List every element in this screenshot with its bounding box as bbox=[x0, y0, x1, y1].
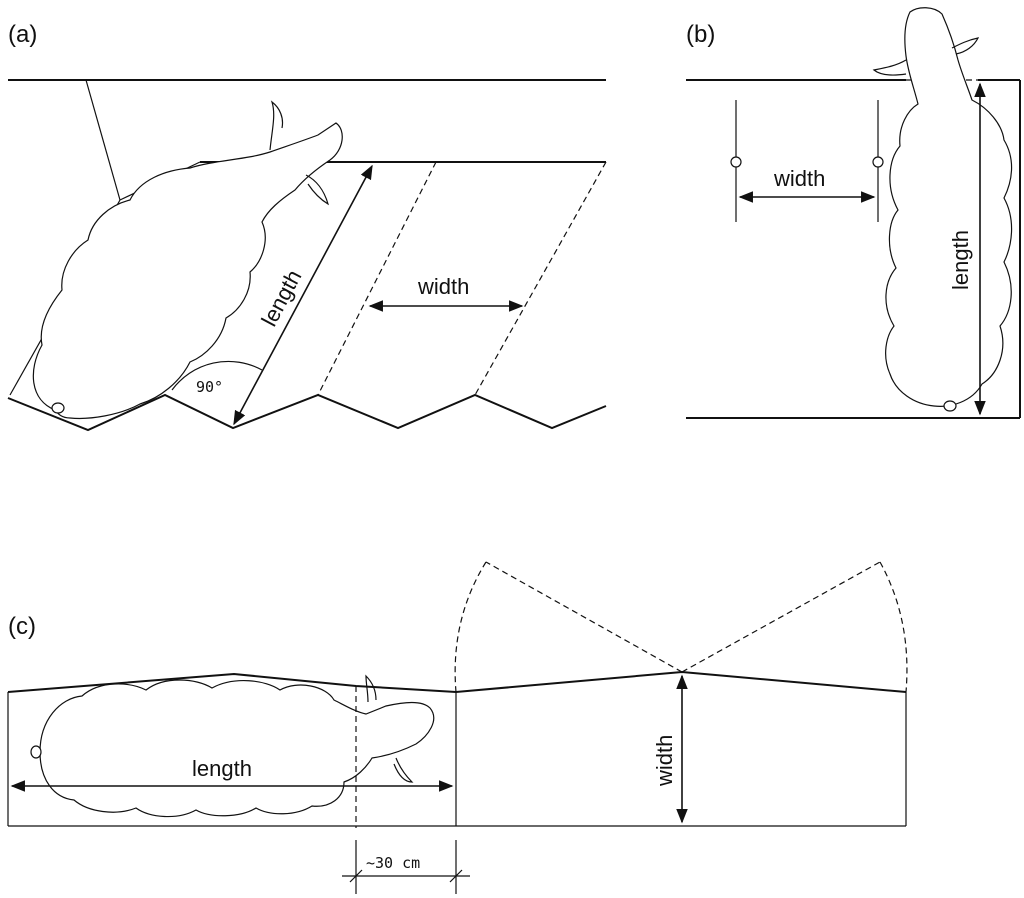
panel-a-label: (a) bbox=[8, 21, 37, 48]
panel-c-width-dimension: width bbox=[652, 674, 688, 824]
panel-c-cow bbox=[30, 674, 435, 818]
panel-a-angle-label: 90° bbox=[196, 378, 223, 396]
panel-c-length-dimension: length bbox=[10, 756, 454, 792]
panel-c: (c) length width bbox=[7, 561, 908, 894]
panel-b-cow bbox=[872, 7, 1013, 412]
panel-c-offset-label: ~30 cm bbox=[366, 854, 420, 872]
panel-c-width-label: width bbox=[652, 735, 677, 787]
panel-c-gate-swing bbox=[454, 561, 908, 693]
panel-a-width-label: width bbox=[417, 274, 469, 299]
panel-b-width-label: width bbox=[773, 166, 825, 191]
panel-b: (b) width length bbox=[686, 7, 1021, 419]
panel-a-width-dimension: width bbox=[368, 274, 524, 312]
panel-b-length-dimension: length bbox=[948, 82, 986, 416]
panel-c-stall-walls bbox=[7, 670, 907, 827]
panel-a: (a) 90° length width bbox=[7, 21, 607, 432]
panel-c-offset-dimension: ~30 cm bbox=[342, 686, 470, 894]
panel-a-length-label: length bbox=[256, 266, 306, 331]
panel-b-width-dimension: width bbox=[730, 100, 884, 222]
panel-b-label: (b) bbox=[686, 21, 715, 48]
panel-c-label: (c) bbox=[8, 613, 36, 640]
panel-a-cow bbox=[32, 100, 343, 420]
panel-c-length-label: length bbox=[192, 756, 252, 781]
panel-b-length-label: length bbox=[948, 230, 973, 290]
